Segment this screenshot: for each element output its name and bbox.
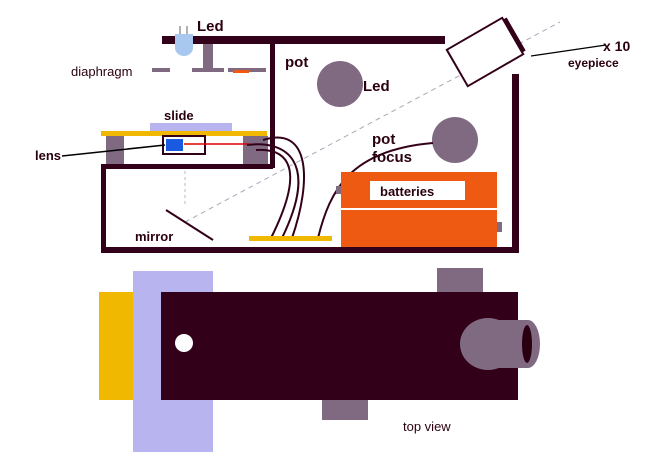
lens-icon	[166, 139, 183, 151]
label-top-view: top view	[403, 419, 451, 434]
label-lens: lens	[35, 148, 61, 163]
inner-wall	[270, 42, 275, 168]
label-pot-focus-line1: pot	[372, 131, 395, 148]
eyepiece-icon	[445, 16, 526, 88]
lens-pointer	[61, 144, 166, 157]
led-top-icon	[175, 26, 193, 56]
battery-terminal-left	[336, 186, 342, 194]
housing-bottom	[101, 247, 519, 253]
top-view-pot-knob-bottom	[322, 400, 368, 420]
label-pot-focus-line2: focus	[372, 149, 412, 166]
top-view-body	[161, 292, 518, 400]
top-view-pot-knob-top	[437, 268, 483, 292]
label-eyepiece: eyepiece	[568, 56, 619, 70]
shelf-bar	[101, 164, 273, 169]
top-view-stage-yellow	[99, 292, 139, 400]
slide-glass	[150, 123, 232, 131]
pot-led-knob-icon	[317, 61, 363, 107]
batteries-label-box	[370, 181, 465, 200]
circuit-board	[249, 236, 332, 241]
label-led-top: Led	[197, 18, 224, 35]
housing-top	[162, 36, 445, 44]
pot-focus-knob-icon	[432, 117, 478, 163]
mirror-icon	[165, 209, 214, 241]
housing-left-wall	[101, 164, 106, 252]
label-led-pot: Led	[363, 78, 390, 95]
diaphragm-icon	[152, 44, 266, 73]
top-view-led-hole	[175, 334, 193, 352]
battery-bottom	[341, 210, 497, 247]
label-slide: slide	[164, 108, 194, 123]
eyepiece-pointer	[530, 44, 607, 57]
battery-terminal-right	[497, 222, 502, 232]
label-pot: pot	[285, 54, 308, 71]
stage-plate	[101, 131, 267, 136]
label-diaphragm: diaphragm	[71, 64, 132, 79]
label-batteries: batteries	[380, 184, 434, 199]
housing-right-wall	[512, 74, 519, 253]
top-view-eyepiece-icon	[460, 318, 540, 370]
label-magnification: x 10	[603, 38, 630, 54]
label-mirror: mirror	[135, 229, 173, 244]
